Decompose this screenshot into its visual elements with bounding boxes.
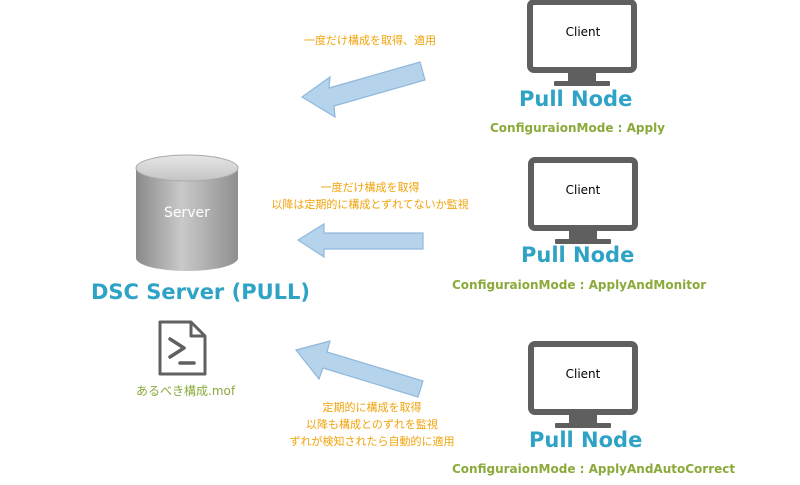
- arrow-node1-to-server: [300, 61, 426, 119]
- client-monitor-icon: [528, 341, 638, 428]
- client-label: Client: [565, 183, 601, 197]
- client-label: Client: [565, 25, 601, 39]
- arrow-note-line: 一度だけ構成を取得、適用: [304, 34, 436, 47]
- arrow-note-line: ずれが検知されたら自動的に適用: [289, 435, 455, 448]
- arrow-note-line: 定期的に構成を取得: [322, 401, 422, 414]
- arrow-note-node1: 一度だけ構成を取得、適用: [270, 32, 470, 49]
- pull-node-title: Pull Node: [519, 87, 633, 111]
- arrow-node2-to-server: [296, 222, 424, 259]
- client-label: Client: [565, 367, 601, 381]
- configuration-mode-label: ConfiguraionMode : ApplyAndMonitor: [452, 278, 707, 292]
- arrow-node3-to-server: [294, 340, 424, 398]
- arrow-note-node3: 定期的に構成を取得 以降も構成とのずれを監視 ずれが検知されたら自動的に適用: [262, 399, 482, 450]
- pull-node-title: Pull Node: [521, 243, 635, 267]
- client-monitor-icon: [528, 157, 638, 244]
- arrow-note-line: 以降も構成とのずれを監視: [306, 418, 438, 431]
- mof-file-label: あるべき構成.mof: [136, 384, 236, 398]
- configuration-mode-label: ConfiguraionMode : ApplyAndAutoCorrect: [452, 462, 736, 476]
- client-monitor-icon: [527, 0, 637, 86]
- server-cylinder-label: Server: [164, 205, 210, 221]
- mof-file-icon: [158, 320, 207, 376]
- arrow-note-line: 以降は定期的に構成とずれてないか監視: [271, 198, 469, 211]
- server-cylinder-icon: [135, 154, 239, 271]
- arrow-note-line: 一度だけ構成を取得: [320, 181, 420, 194]
- pull-node-title: Pull Node: [529, 428, 643, 452]
- configuration-mode-label: ConfiguraionMode : Apply: [490, 121, 666, 135]
- arrow-note-node2: 一度だけ構成を取得 以降は定期的に構成とずれてないか監視: [260, 179, 480, 213]
- server-title: DSC Server (PULL): [91, 280, 311, 304]
